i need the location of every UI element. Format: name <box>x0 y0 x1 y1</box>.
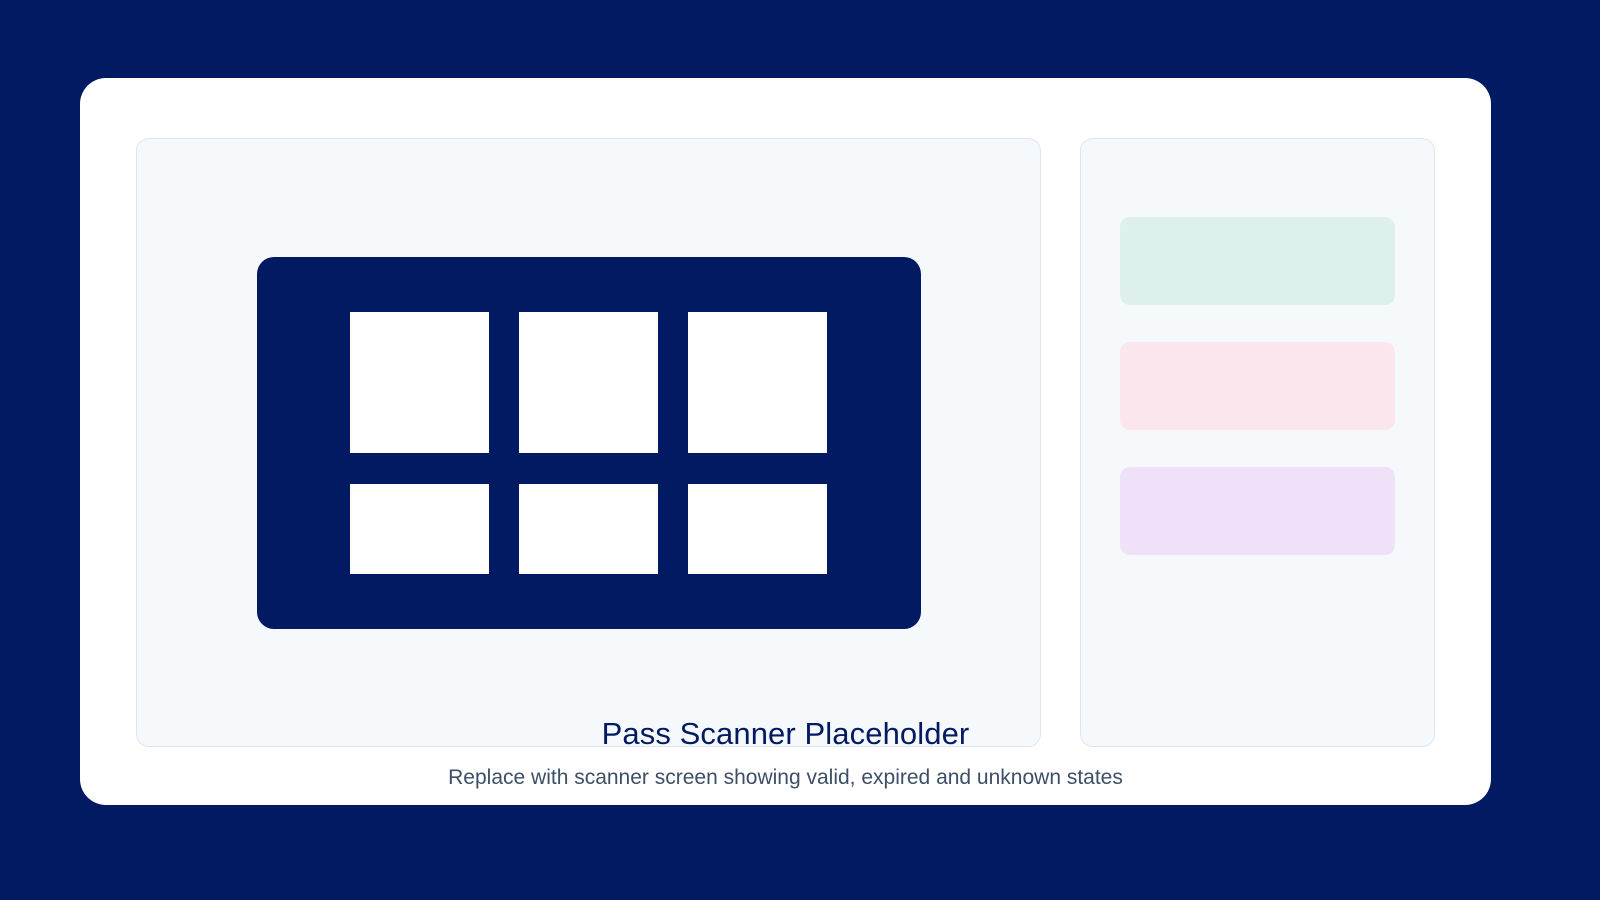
state-bar-expired[interactable] <box>1120 342 1395 430</box>
scanner-cell-5 <box>519 484 658 574</box>
scanner-grid-icon <box>256 257 921 629</box>
scanner-preview-panel[interactable] <box>136 138 1041 747</box>
placeholder-description: Replace with scanner screen showing vali… <box>448 766 1123 789</box>
scanner-cell-4 <box>350 484 489 574</box>
pass-states-panel[interactable] <box>1080 138 1435 747</box>
page-title: Pass Scanner Placeholder <box>601 716 970 751</box>
scanner-cell-3 <box>688 312 827 453</box>
scanner-cell-6 <box>688 484 827 574</box>
panel-row <box>136 138 1435 747</box>
scanner-cell-1 <box>350 312 489 453</box>
state-bar-valid[interactable] <box>1120 217 1395 305</box>
scanner-cell-2 <box>519 312 658 453</box>
scanner-placeholder-card: Pass Scanner Placeholder Replace with sc… <box>80 78 1491 805</box>
state-bar-unknown[interactable] <box>1120 467 1395 555</box>
